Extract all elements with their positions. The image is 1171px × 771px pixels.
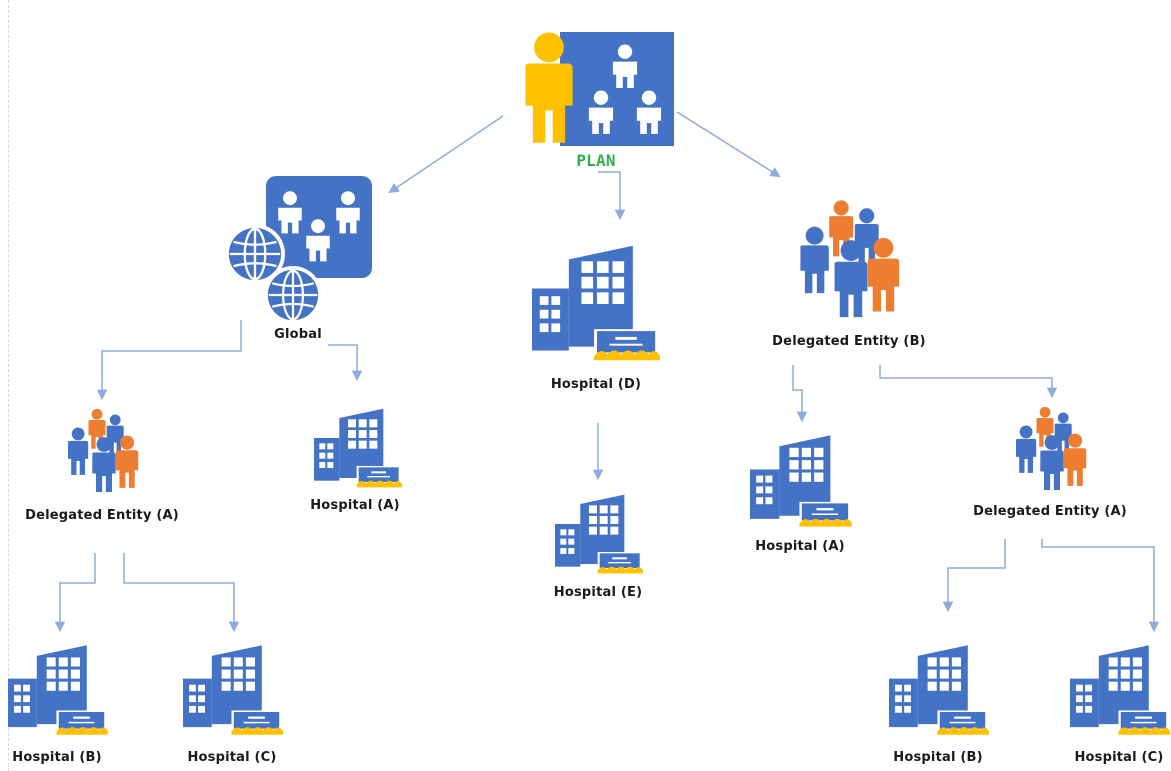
hospital-b-left-label: Hospital (B) (12, 750, 102, 765)
delegated-group-icon-a-left (68, 409, 138, 492)
hospital-c-right-label: Hospital (C) (1074, 750, 1164, 765)
hospital-a-left-label: Hospital (A) (310, 498, 400, 513)
hospital-b-left-icon (8, 645, 108, 735)
hospital-e-icon (555, 494, 643, 574)
hospital-c-left-icon (183, 645, 283, 735)
connectors (54, 111, 1160, 633)
hospital-e-label: Hospital (E) (553, 585, 643, 600)
delegated-group-icon-b (800, 200, 899, 317)
delegated-entity-a-left-label: Delegated Entity (A) (25, 508, 179, 523)
delegated-group-icon-a-right (1016, 407, 1086, 490)
hospital-c-left-label: Hospital (C) (187, 750, 277, 765)
hospital-a-right-label: Hospital (A) (755, 539, 845, 554)
left-border-rule (8, 0, 9, 771)
hospital-b-right-label: Hospital (B) (893, 750, 983, 765)
hospital-a-right-icon (750, 435, 852, 527)
hospital-a-left-icon (314, 408, 402, 488)
delegated-entity-a-right-label: Delegated Entity (A) (973, 504, 1127, 519)
global-label: Global (274, 327, 322, 342)
delegated-entity-b-label: Delegated Entity (B) (772, 334, 926, 349)
hospital-d-icon (532, 245, 660, 361)
plan-label: PLAN (576, 151, 616, 170)
hospital-b-right-icon (889, 645, 989, 735)
plan-people-icon (525, 32, 674, 146)
global-network-icon (225, 176, 372, 324)
hospital-d-label: Hospital (D) (550, 377, 642, 392)
hospital-c-right-icon (1070, 645, 1170, 735)
